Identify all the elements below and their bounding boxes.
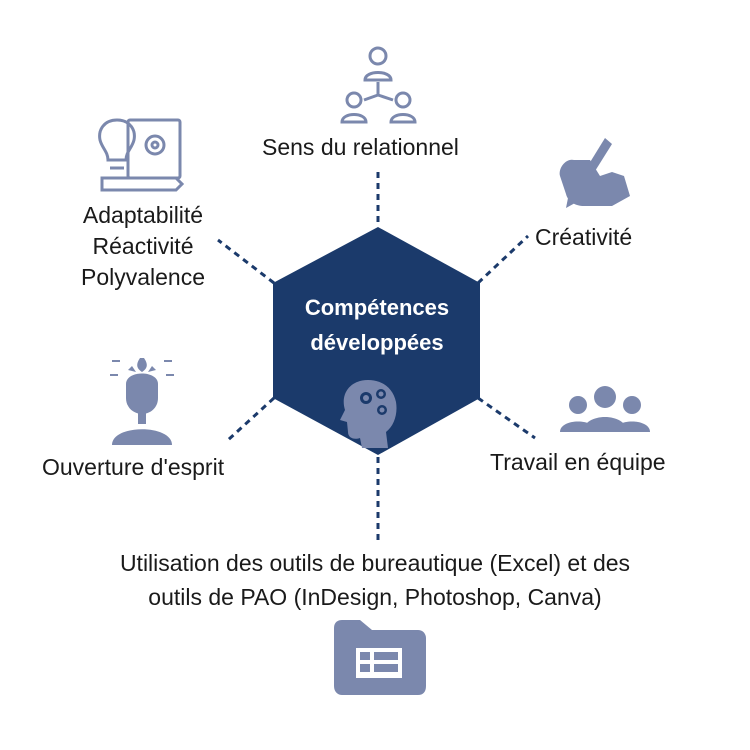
- label-adaptabilite-line3: Polyvalence: [80, 264, 206, 290]
- label-ouverture-esprit: Ouverture d'esprit: [42, 454, 225, 480]
- label-outils-line2: outils de PAO (InDesign, Photoshop, Canv…: [148, 584, 602, 610]
- connector-bottom-right: [477, 396, 536, 440]
- label-creativite: Créativité: [535, 224, 633, 250]
- label-sens-relationnel: Sens du relationnel: [262, 134, 459, 160]
- people-network-icon: [340, 46, 417, 124]
- label-adaptabilite: Adaptabilité Réactivité Polyvalence: [58, 200, 228, 293]
- connector-bottom-left: [226, 396, 276, 442]
- center-title: Compétences développées: [272, 290, 482, 360]
- open-mind-person-icon: [110, 358, 174, 445]
- connectors: [217, 172, 536, 540]
- team-icon: [560, 386, 650, 432]
- connector-top-left: [217, 238, 275, 285]
- label-outils: Utilisation des outils de bureautique (E…: [0, 546, 750, 614]
- connector-top-right: [476, 234, 530, 285]
- center-title-line1: Compétences: [304, 295, 450, 320]
- label-travail-equipe: Travail en équipe: [490, 449, 666, 475]
- head-gears-icon: [340, 380, 397, 448]
- label-outils-line1: Utilisation des outils de bureautique (E…: [119, 550, 631, 576]
- label-adaptabilite-line2: Réactivité: [92, 233, 194, 259]
- center-hexagon: [273, 227, 480, 455]
- hand-pencil-icon: [559, 138, 630, 208]
- folder-spreadsheet-icon: [334, 620, 426, 695]
- label-adaptabilite-line1: Adaptabilité: [82, 202, 204, 228]
- lightbulb-gear-icon: [98, 118, 185, 192]
- center-title-line2: développées: [310, 330, 444, 355]
